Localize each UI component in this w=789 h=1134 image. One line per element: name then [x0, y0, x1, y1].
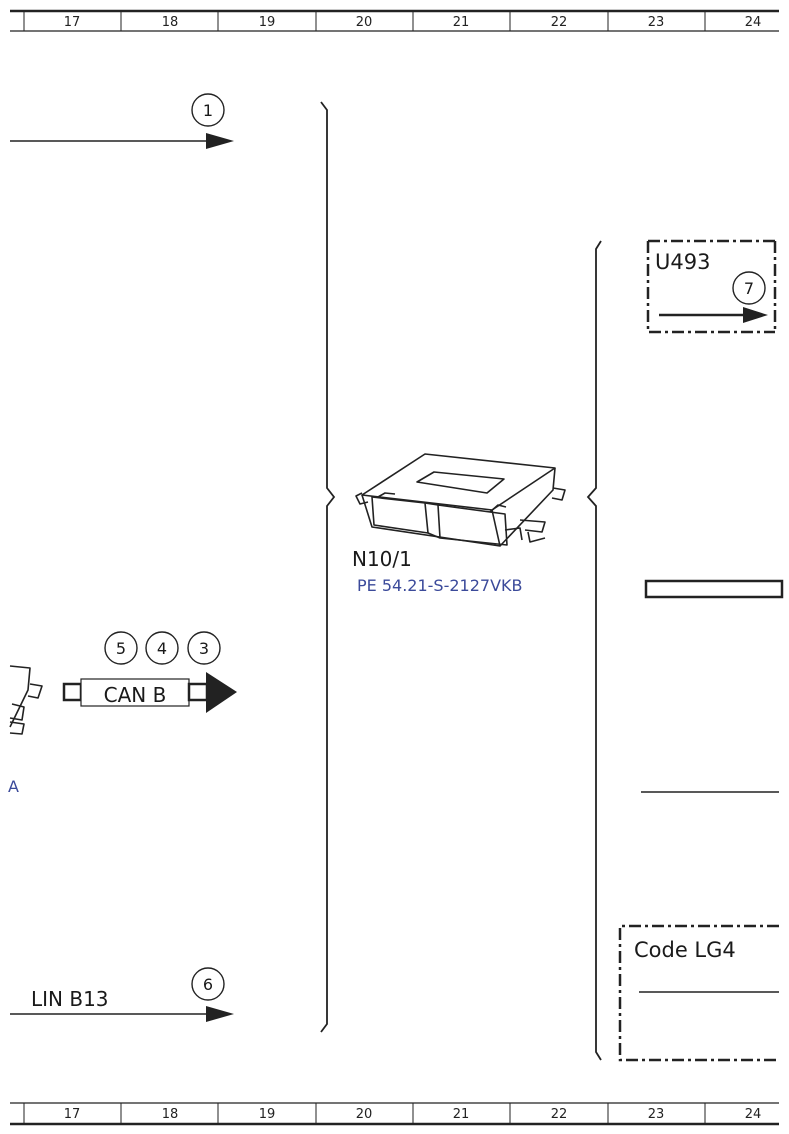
- callout-4: 4: [145, 631, 179, 665]
- svg-text:7: 7: [744, 279, 754, 298]
- ruler-col-24: 24: [745, 15, 762, 30]
- ruler-col-22: 22: [551, 15, 568, 30]
- u493-box: U493: [646, 239, 777, 334]
- can-b-label: CAN B: [104, 683, 167, 707]
- bottom-ruler: 17 18 19 20 21 22 23 24: [10, 1102, 779, 1126]
- signal-arrow-1: [10, 133, 234, 149]
- right-brace: [586, 240, 602, 1061]
- ruler-col-24: 24: [745, 1107, 762, 1122]
- ruler-col-21: 21: [453, 15, 470, 30]
- top-ruler: 17 18 19 20 21 22 23 24: [10, 9, 779, 32]
- callout-1: 1: [191, 93, 225, 127]
- ruler-col-17: 17: [64, 1107, 81, 1122]
- connector-bar: [644, 579, 784, 599]
- component-id: N10/1: [352, 547, 412, 571]
- svg-text:1: 1: [203, 101, 213, 120]
- ruler-col-18: 18: [162, 1107, 179, 1122]
- code-lg4-label: Code LG4: [634, 938, 736, 962]
- ruler-col-20: 20: [356, 1107, 373, 1122]
- svg-text:3: 3: [199, 639, 209, 658]
- ruler-col-21: 21: [453, 1107, 470, 1122]
- ruler-col-23: 23: [648, 1107, 665, 1122]
- callout-6: 6: [191, 967, 225, 1001]
- lin-b13-label: LIN B13: [31, 987, 109, 1011]
- ruler-col-19: 19: [259, 1107, 276, 1122]
- callout-7: 7: [732, 271, 766, 305]
- component-part-ref: PE 54.21-S-2127VKB: [357, 576, 522, 595]
- partial-module-left: [9, 665, 43, 735]
- control-unit-n10-1-drawing: [355, 453, 566, 547]
- cut-off-label: A: [8, 777, 19, 796]
- left-brace: [320, 101, 336, 1033]
- u493-label: U493: [655, 250, 710, 274]
- svg-text:6: 6: [203, 975, 213, 994]
- lin-b13-arrow: LIN B13: [10, 987, 234, 1022]
- ruler-col-20: 20: [356, 15, 373, 30]
- ruler-col-18: 18: [162, 15, 179, 30]
- callout-5: 5: [104, 631, 138, 665]
- callout-3: 3: [187, 631, 221, 665]
- code-lg4-box: Code LG4: [618, 924, 779, 1062]
- ruler-col-17: 17: [64, 15, 81, 30]
- svg-text:4: 4: [157, 639, 167, 658]
- ruler-col-23: 23: [648, 15, 665, 30]
- ruler-col-22: 22: [551, 1107, 568, 1122]
- svg-text:5: 5: [116, 639, 126, 658]
- can-b-bus: CAN B: [62, 672, 237, 713]
- ruler-col-19: 19: [259, 15, 276, 30]
